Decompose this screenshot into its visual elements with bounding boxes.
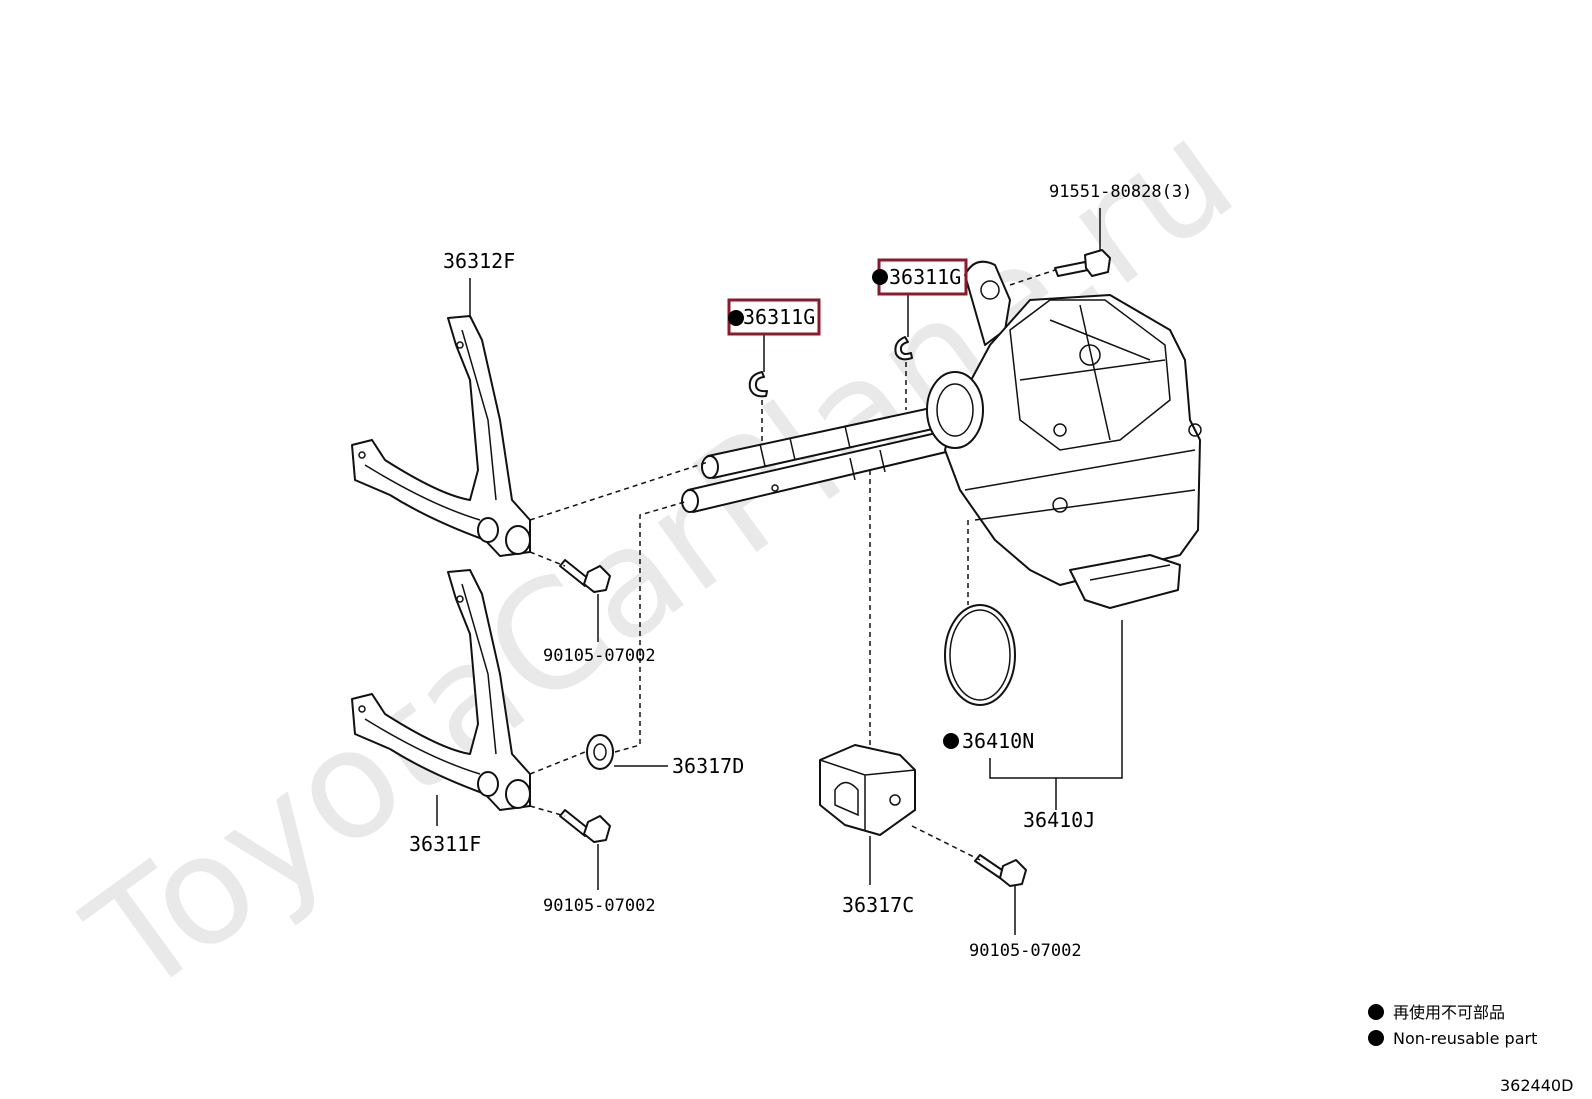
label-block[interactable]: 36317C bbox=[842, 893, 914, 917]
leader-lines bbox=[436, 208, 1123, 935]
o-ring[interactable] bbox=[944, 604, 1016, 706]
legend-marker-1 bbox=[1368, 1004, 1384, 1020]
bolt-low-left[interactable] bbox=[559, 809, 611, 843]
washer[interactable] bbox=[586, 734, 614, 770]
label-bolt-low-right[interactable]: 90105-07002 bbox=[969, 941, 1082, 961]
bolt-top[interactable] bbox=[1054, 249, 1111, 277]
label-bolt-top[interactable]: 91551-80828(3) bbox=[1049, 182, 1192, 202]
legend-line-2: Non-reusable part bbox=[1393, 1029, 1537, 1048]
non-reusable-marker-left bbox=[728, 310, 744, 326]
non-reusable-marker-oring bbox=[943, 733, 959, 749]
shift-shafts[interactable] bbox=[681, 399, 974, 513]
label-ring-right[interactable]: 36311G bbox=[889, 265, 961, 289]
lock-block[interactable] bbox=[819, 744, 916, 836]
label-actuator[interactable]: 36410J bbox=[1023, 808, 1095, 832]
shift-actuator[interactable] bbox=[926, 260, 1202, 609]
bolt-low-right[interactable] bbox=[974, 854, 1027, 887]
legend: 再使用不可部品 Non-reusable part bbox=[1368, 1003, 1537, 1048]
label-oring[interactable]: 36410N bbox=[962, 729, 1034, 753]
shift-fork-upper[interactable] bbox=[351, 315, 531, 557]
legend-marker-2 bbox=[1368, 1030, 1384, 1046]
label-bolt-mid[interactable]: 90105-07002 bbox=[543, 646, 656, 666]
non-reusable-marker-right bbox=[872, 269, 888, 285]
label-bolt-low-left[interactable]: 90105-07002 bbox=[543, 896, 656, 916]
assembly-lines bbox=[529, 269, 1056, 861]
snap-ring-right[interactable] bbox=[894, 336, 913, 361]
label-fork-lower[interactable]: 36311F bbox=[409, 832, 481, 856]
label-ring-left[interactable]: 36311G bbox=[743, 305, 815, 329]
legend-line-1: 再使用不可部品 bbox=[1393, 1003, 1505, 1022]
diagram-code: 362440D bbox=[1500, 1076, 1573, 1095]
label-fork-upper[interactable]: 36312F bbox=[443, 249, 515, 273]
shift-fork-lower[interactable] bbox=[351, 569, 531, 811]
snap-ring-left[interactable] bbox=[748, 371, 768, 398]
bolt-mid[interactable] bbox=[559, 559, 611, 593]
label-washer[interactable]: 36317D bbox=[672, 754, 744, 778]
